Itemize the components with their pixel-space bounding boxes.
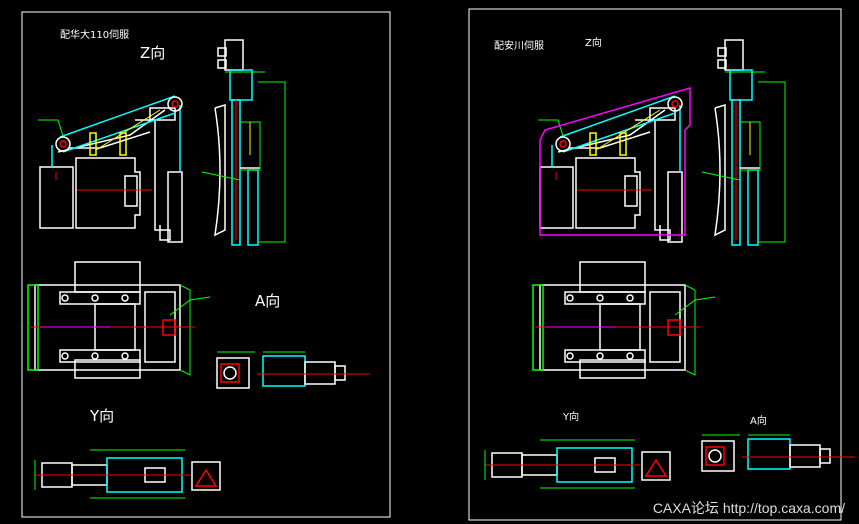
left-a-view-label: A向 (255, 292, 281, 310)
left-sheet-frame (21, 11, 391, 518)
right-z-view-label: Z向 (585, 38, 602, 49)
left-y-view (34, 449, 221, 499)
left-sheet-title: 配华大110伺服 (60, 30, 130, 41)
left-top-view (27, 261, 211, 379)
right-y-view (484, 439, 671, 489)
right-sheet-frame (468, 8, 842, 521)
left-z-view (37, 39, 286, 246)
left-z-view-label: Z向 (140, 44, 166, 62)
watermark: CAXA论坛 http://top.caxa.com/ (652, 500, 845, 516)
right-z-view (537, 39, 786, 246)
left-y-view-label: Y向 (90, 407, 115, 425)
right-a-view-label: A向 (750, 416, 767, 427)
right-top-view (532, 261, 716, 379)
right-sheet-title: 配安川伺服 (494, 41, 544, 52)
right-y-view-label: Y向 (563, 412, 580, 423)
right-a-view (701, 434, 856, 472)
left-a-view (216, 351, 371, 389)
